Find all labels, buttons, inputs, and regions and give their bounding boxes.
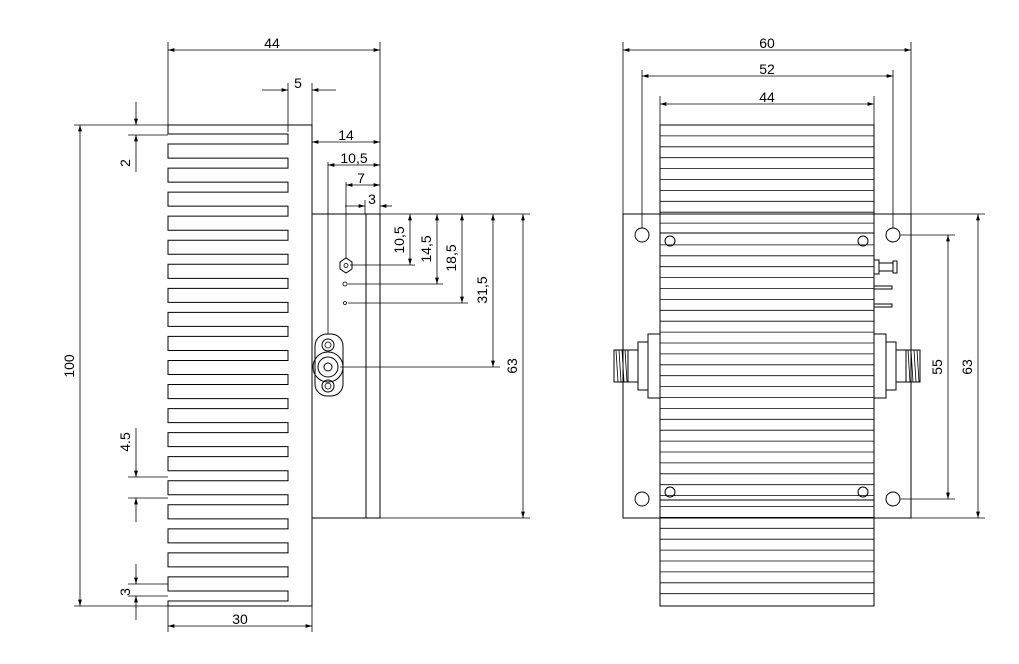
dim-44: 44 [264,35,280,51]
dim-3-top: 3 [368,191,376,207]
thread-line [624,349,628,383]
thread-line [910,349,914,383]
thread-line [916,349,920,383]
dim-55: 55 [929,359,945,375]
mounting-hole-br [885,491,901,507]
rf-connector [312,333,344,397]
hex-nut-hole [343,263,349,268]
rf-output-connector [873,333,921,399]
dimension-lines [78,48,525,628]
dim-3-bottom: 3 [117,588,133,596]
dim-52: 52 [759,61,775,77]
screw-bl [664,486,676,498]
mounting-hole-tl [634,227,650,243]
dim-4-5: 4.5 [117,432,133,452]
right-top-view: 60 52 44 55 63 [613,35,985,607]
dim-10-5-h: 10,5 [340,150,367,166]
flange-plate [622,213,912,519]
thread-line [615,349,619,383]
hex-nut [339,257,353,274]
thread-line [913,349,917,383]
extension-lines-right [622,42,985,519]
dim-63-left: 63 [504,358,520,374]
mounting-hole-tr [885,227,901,243]
left-side-view: 44 5 14 10,5 7 3 10,5 14,5 18,5 31,5 63 … [61,35,530,632]
dim-100: 100 [61,354,77,378]
dim-2: 2 [117,159,133,167]
extension-lines [74,42,530,632]
dim-18-5: 18,5 [443,244,459,271]
heatsink-fin-lines [660,135,874,595]
dim-44-right: 44 [759,89,775,105]
screw-tr [857,235,869,247]
screw-br [857,486,869,498]
dc-terminals [873,259,898,308]
dim-7: 7 [357,170,365,186]
dim-63-right: 63 [959,359,975,375]
thread-line [621,349,625,383]
pin-2 [343,301,347,305]
dim-31-5: 31,5 [474,276,490,303]
dimension-lines-right [623,48,980,518]
dim-14: 14 [338,127,354,143]
thread-line [618,349,622,383]
pin-1 [342,281,348,287]
heatsink-body [659,124,875,607]
rf-input-connector [613,333,661,399]
dim-60: 60 [759,35,775,51]
body-block [311,213,381,519]
dim-10-5-v: 10,5 [391,226,407,253]
heatsink-comb-outline [167,124,313,607]
thread-line [907,349,911,383]
dim-5: 5 [294,75,302,91]
screw-tl [664,235,676,247]
heatsink-fins [167,124,313,607]
mounting-hole-bl [634,491,650,507]
dim-30: 30 [232,611,248,627]
dim-14-5: 14,5 [418,235,434,262]
